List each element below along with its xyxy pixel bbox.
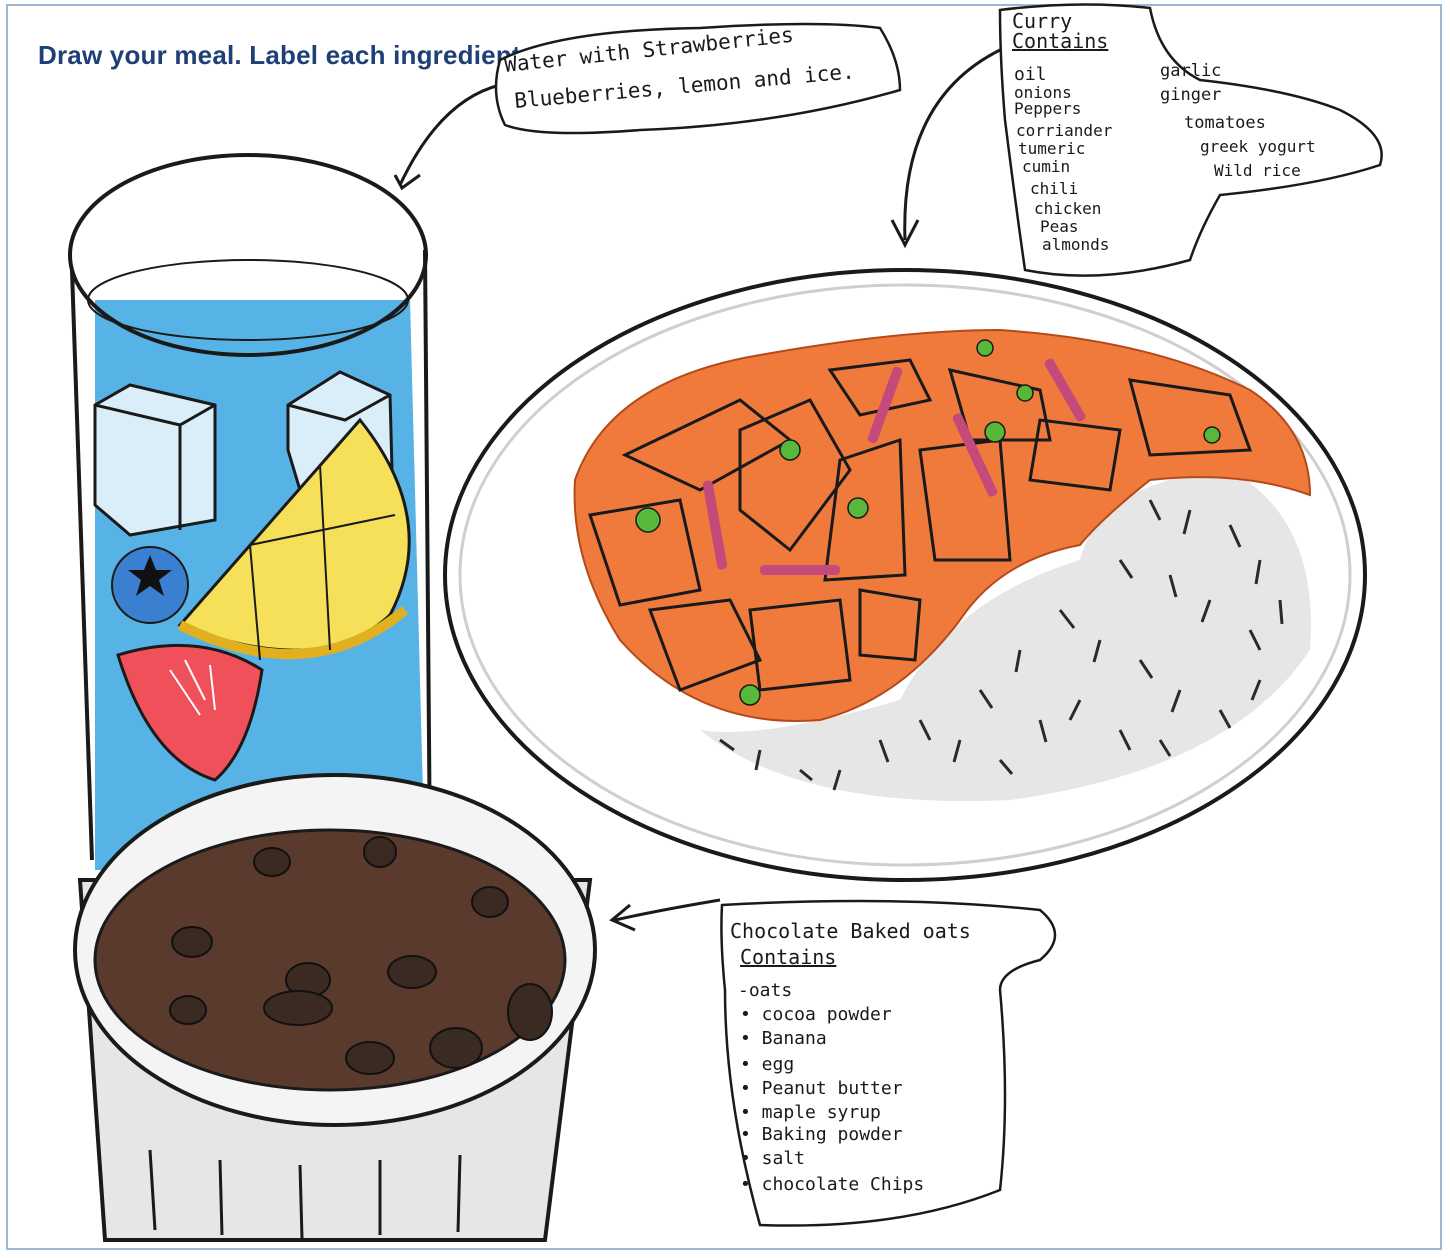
strawberry-slice [116, 643, 264, 782]
worksheet-prompt: Draw your meal. Label each ingredient [38, 40, 521, 70]
curry-label-subtitle: Contains [1012, 29, 1108, 53]
ice-cube-left [93, 383, 217, 537]
oats-ingredient: • Baking powder [740, 1124, 903, 1145]
curry-ingredient: greek yogurt [1200, 137, 1316, 156]
arrow-to-ramekin [609, 898, 721, 932]
curry-ingredient: Peas [1040, 217, 1079, 236]
curry-ingredients-col-2: garlic ginger tomatoes greek yogurt Wild… [1160, 61, 1316, 180]
curry-sauce [573, 328, 1312, 722]
oats-ingredient: • salt [740, 1148, 805, 1169]
oats-label-subtitle: Contains [740, 945, 836, 969]
oats-ingredient: -oats [738, 980, 792, 1001]
curry-ingredient: oil [1014, 64, 1047, 85]
curry-ingredient: onions [1014, 83, 1072, 102]
curry-ingredient: garlic [1160, 61, 1221, 81]
curry-ingredient: chili [1030, 179, 1078, 198]
curry-ingredient: corriander [1016, 121, 1113, 140]
blueberry [111, 546, 189, 624]
curry-ingredient: tumeric [1018, 139, 1085, 158]
curry-label-title: Curry [1012, 9, 1072, 33]
curry-ingredient: Peppers [1014, 99, 1081, 118]
curry-label-bubble [998, 3, 1383, 277]
curry-ingredient: ginger [1160, 85, 1221, 105]
curry-ingredient: cumin [1022, 157, 1070, 176]
oats-ingredient: • Banana [740, 1028, 827, 1049]
lemon-slice [177, 417, 411, 661]
oats-ingredient: • egg [740, 1054, 794, 1075]
oats-label-title: Chocolate Baked oats [730, 919, 971, 943]
curry-ingredient: almonds [1042, 235, 1109, 254]
curry-ingredient: Wild rice [1214, 161, 1301, 180]
oats-label-bubble [720, 899, 1057, 1227]
oats-ingredient: • Peanut butter [740, 1078, 903, 1099]
oats-ingredient: • chocolate Chips [740, 1174, 924, 1195]
curry-ingredient: chicken [1034, 199, 1101, 218]
oats-ingredients: -oats • cocoa powder • Banana • egg • Pe… [738, 980, 924, 1195]
oats-ingredient: • cocoa powder [740, 1004, 892, 1025]
curry-ingredients-col-1: oil onions Peppers corriander tumeric cu… [1014, 64, 1113, 254]
wild-rice [700, 470, 1311, 802]
worksheet-frame [6, 4, 1442, 1250]
oats-ingredient: • maple syrup [740, 1102, 881, 1123]
curry-ingredient: tomatoes [1184, 113, 1266, 133]
arrow-to-glass [393, 83, 501, 191]
chocolate-chips [169, 836, 553, 1075]
drink-label-bubble [494, 22, 902, 135]
arrow-to-plate [890, 48, 1001, 249]
